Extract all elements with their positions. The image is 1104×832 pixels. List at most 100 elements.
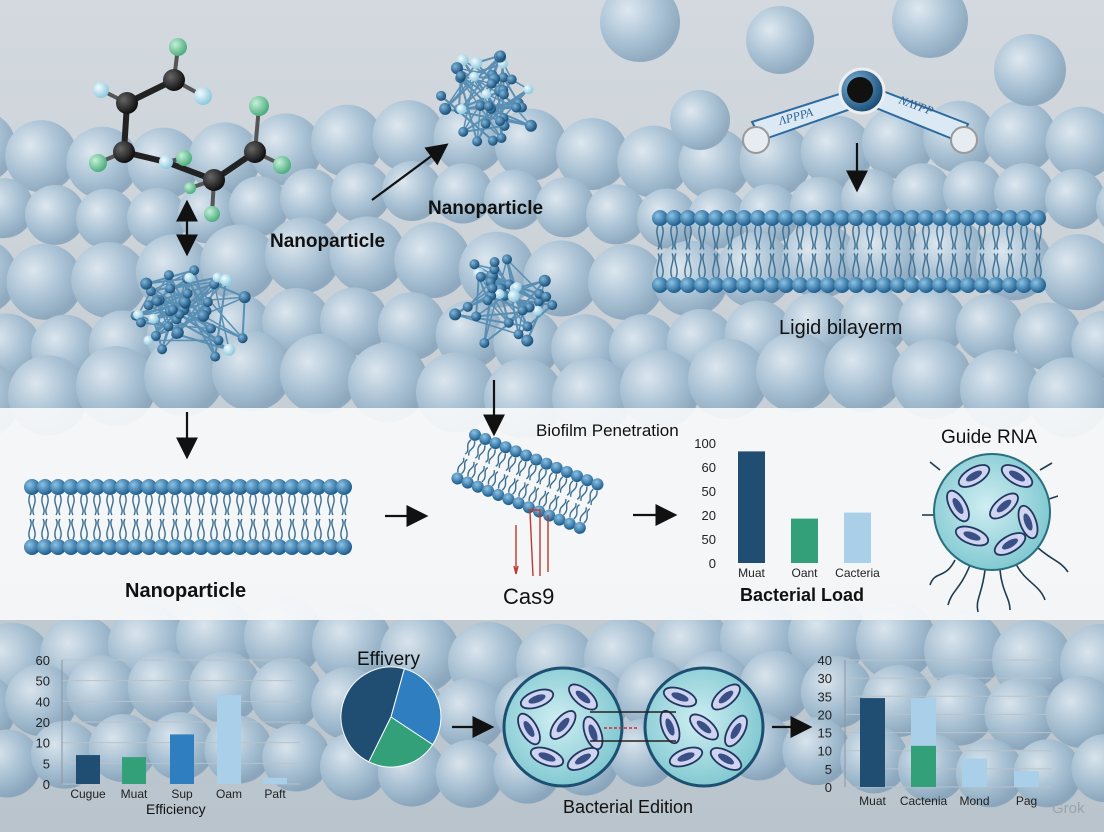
- tick-label: 50: [702, 532, 716, 547]
- pie-slice: [340, 666, 405, 763]
- bacterium-cell-icon: [922, 453, 1069, 613]
- category-label: Cugue: [70, 787, 106, 801]
- nanoparticle-label: Nanoparticle: [428, 198, 544, 219]
- bacterium-icon: [529, 746, 565, 768]
- bar: [738, 451, 765, 563]
- bacterium-icon: [954, 525, 990, 547]
- tick-label: 60: [36, 653, 50, 668]
- bar: [1014, 771, 1039, 787]
- tick-label: 20: [818, 707, 832, 722]
- tick-label: 40: [818, 653, 832, 668]
- bacterium-icon: [957, 464, 991, 488]
- transfer-arrows: [590, 711, 676, 742]
- tick-label: 30: [818, 671, 832, 686]
- bacterium-icon: [724, 714, 748, 748]
- tick-label: 20: [702, 508, 716, 523]
- cas9-label: Cas9: [503, 584, 555, 609]
- category-label: Pag: [1016, 794, 1037, 808]
- bar: [962, 758, 987, 787]
- lipid-bilayer-icon: [451, 428, 604, 534]
- effivery-pie-chart: [340, 666, 442, 768]
- bacterium-icon: [993, 532, 1027, 556]
- bar: [76, 755, 100, 784]
- lipid-bilayer-label: Ligid bilayerm: [779, 317, 903, 339]
- category-label: Muat: [859, 794, 886, 808]
- tick-label: 0: [43, 777, 50, 792]
- bar: [263, 777, 287, 784]
- bar: [844, 512, 871, 563]
- bacterium-icon: [568, 683, 598, 711]
- nanoparticle-cluster-icon: [130, 265, 251, 362]
- tick-label: 100: [694, 436, 716, 451]
- arrows: [176, 143, 868, 738]
- lipid-bilayer-icon: [24, 479, 352, 555]
- pie-slice: [390, 668, 442, 746]
- bacterium-icon: [1017, 504, 1039, 540]
- bacterium-icon: [519, 688, 555, 710]
- bacterium-icon: [1000, 464, 1034, 488]
- tick-label: 50: [36, 674, 50, 689]
- tick-label: 5: [825, 762, 832, 777]
- efficiency-label: Efficiency: [146, 801, 206, 817]
- bacteria-dish-icon: [502, 666, 624, 788]
- bacterium-icon: [946, 489, 970, 523]
- category-label: Muat: [121, 787, 148, 801]
- bacterium-icon: [566, 747, 600, 771]
- tick-label: 10: [36, 736, 50, 751]
- tick-label: 0: [825, 780, 832, 795]
- category-label: Oant: [791, 566, 818, 580]
- bar: [122, 757, 146, 784]
- tick-label: 50: [702, 484, 716, 499]
- bacterial-load-label: Bacterial Load: [740, 585, 865, 605]
- category-label: Oam: [216, 787, 242, 801]
- bar: [911, 745, 936, 787]
- bacterium-icon: [659, 709, 681, 745]
- bacterium-icon: [989, 492, 1019, 520]
- arrow-icon: [371, 143, 449, 201]
- bacterium-icon: [517, 712, 541, 746]
- guide-rna-label: Guide RNA: [941, 427, 1038, 448]
- category-label: Cacteria: [835, 566, 880, 580]
- category-label: Paft: [264, 787, 286, 801]
- bacterium-icon: [709, 747, 743, 771]
- biofilm-penetration-label: Biofilm Penetration: [536, 421, 679, 440]
- category-label: Cactenia: [900, 794, 948, 808]
- tick-label: 20: [36, 715, 50, 730]
- nanoparticle-cluster-icon: [436, 50, 537, 147]
- effivery-label: Effivery: [357, 649, 421, 670]
- cas9-markers: [513, 509, 549, 577]
- bacterial-edition-label: Bacterial Edition: [563, 797, 694, 817]
- nanoparticle-cluster-icon: [449, 254, 558, 348]
- category-label: Mond: [959, 794, 989, 808]
- bar: [170, 734, 194, 784]
- tick-label: 5: [43, 756, 50, 771]
- small-molecule-icon: [89, 38, 291, 222]
- tick-label: 15: [818, 726, 832, 741]
- bar: [860, 698, 885, 787]
- bacterium-icon: [711, 683, 741, 711]
- bacterium-icon: [549, 710, 577, 740]
- peptide-ribbon-icon: ΛΡΡΡΑ ΝΛΥΡΡ: [742, 67, 978, 154]
- tick-label: 40: [36, 694, 50, 709]
- bacteria-dish-icon: [643, 666, 765, 788]
- tick-label: 60: [702, 460, 716, 475]
- category-label: Muat: [738, 566, 765, 580]
- bacterium-icon: [662, 686, 698, 708]
- bacterium-icon: [689, 713, 719, 741]
- tick-label: 10: [818, 744, 832, 759]
- tick-label: 35: [818, 689, 832, 704]
- category-label: Sup: [171, 787, 193, 801]
- lipid-bilayer-icon: [652, 210, 1046, 293]
- bar: [911, 698, 936, 746]
- nanoparticle-label: Nanoparticle: [270, 231, 386, 252]
- tick-label: 0: [709, 556, 716, 571]
- bacterium-icon: [668, 746, 704, 768]
- nanoparticle-label: Nanoparticle: [125, 580, 247, 602]
- bar: [791, 518, 818, 563]
- pie-slice: [368, 716, 434, 768]
- grok-watermark: Grok: [1052, 800, 1085, 817]
